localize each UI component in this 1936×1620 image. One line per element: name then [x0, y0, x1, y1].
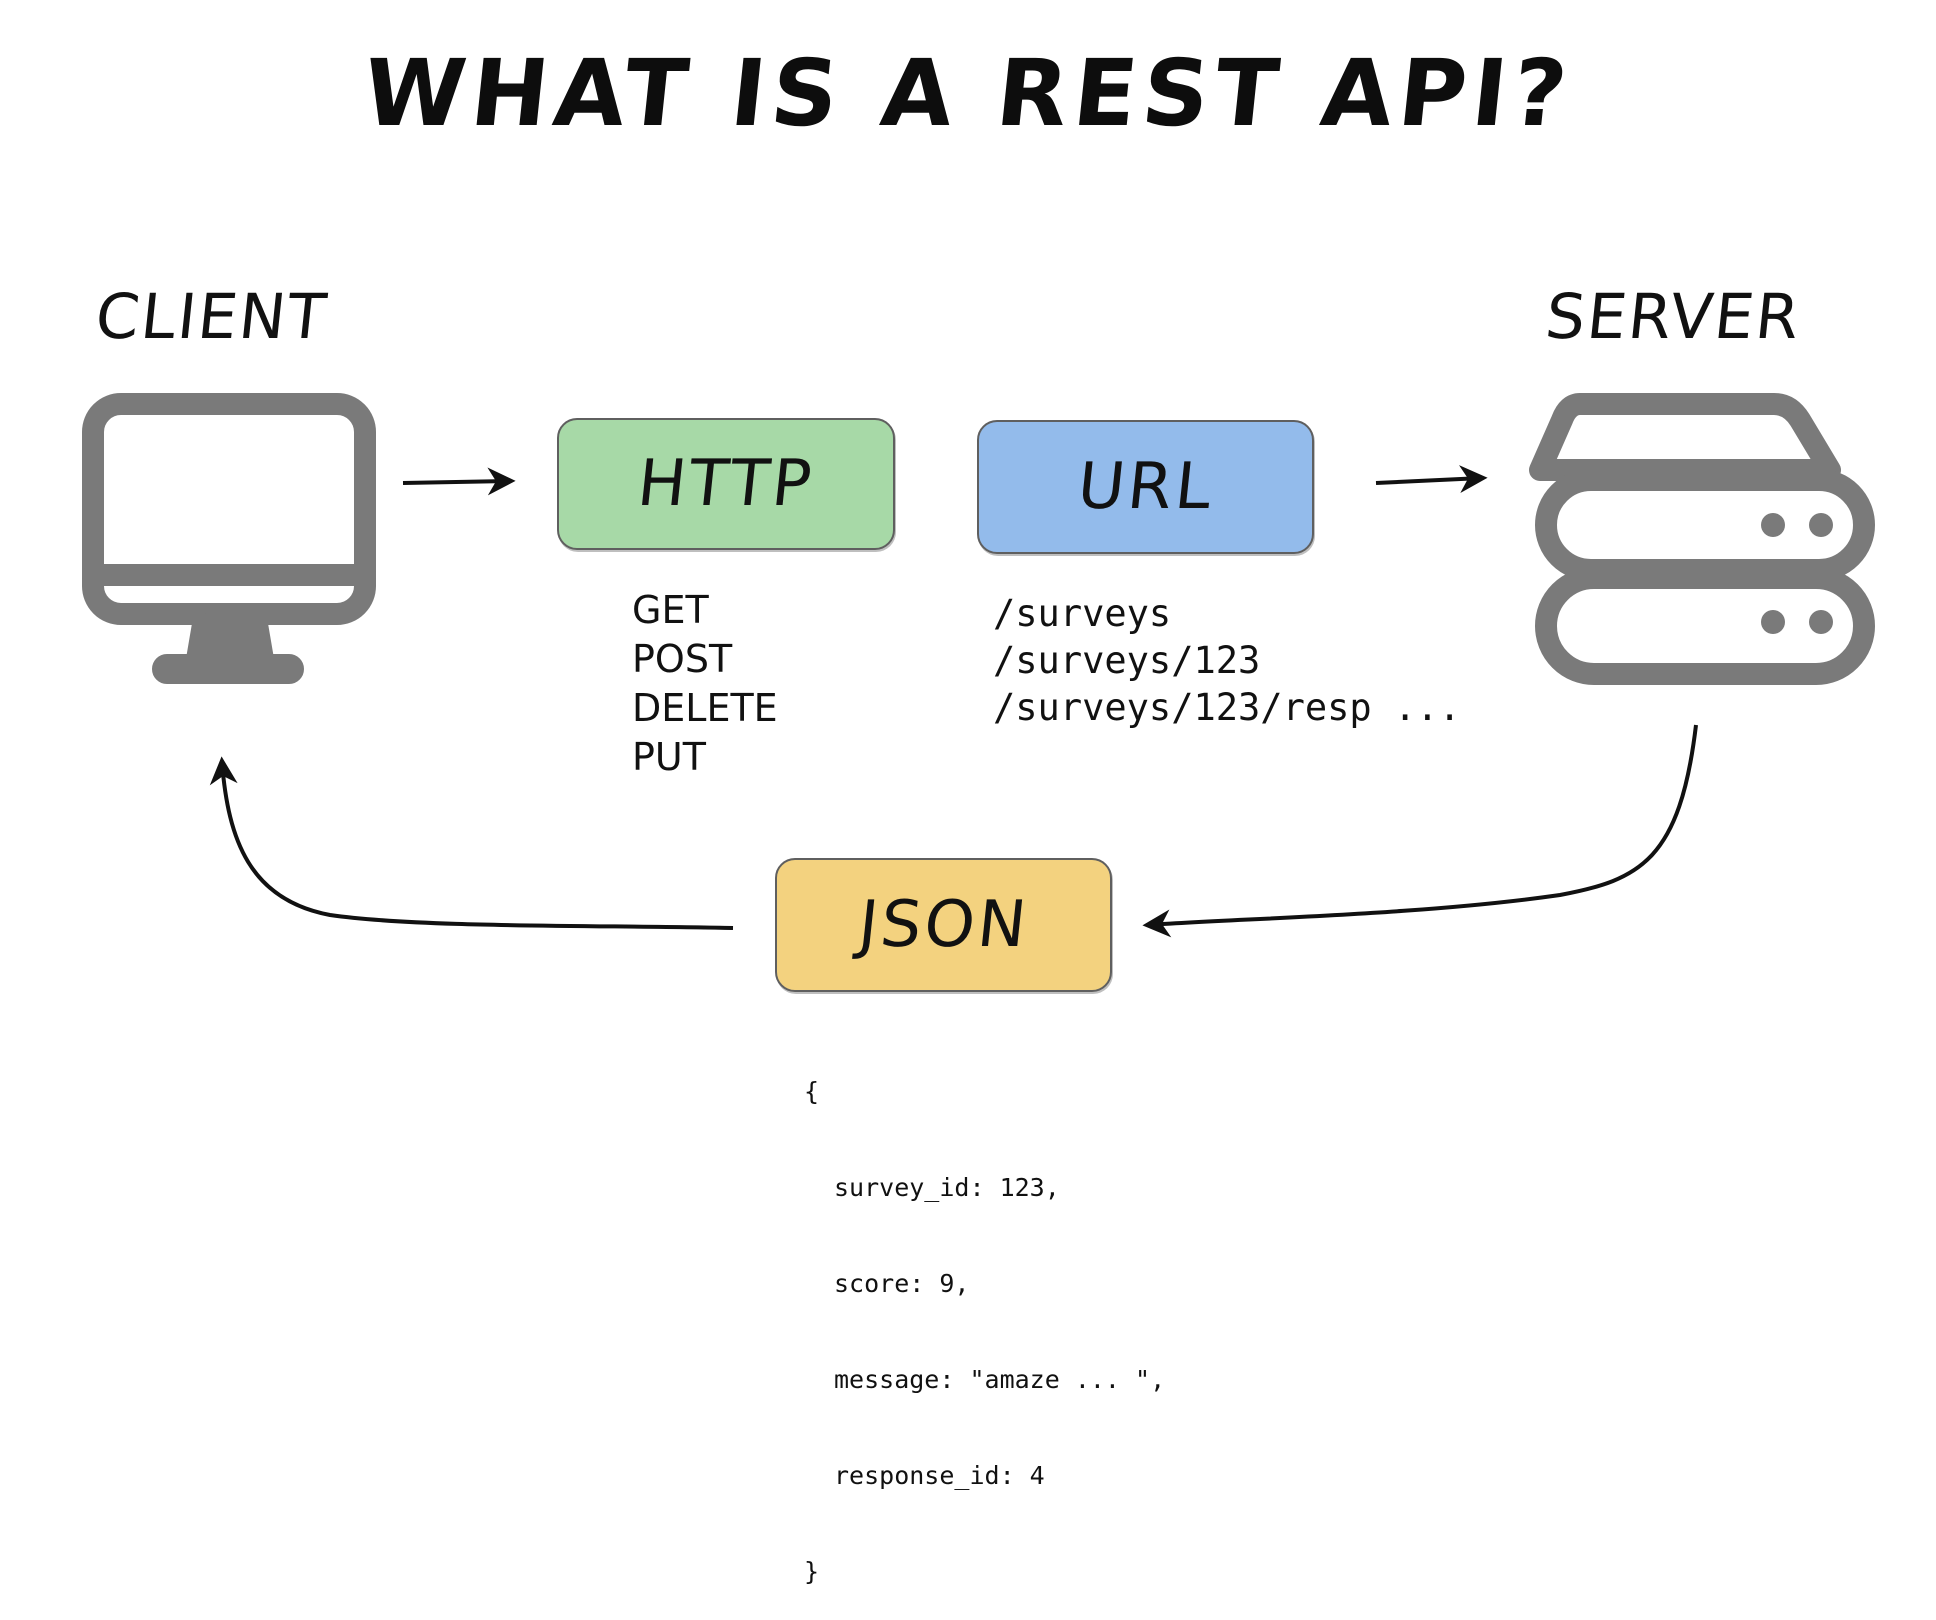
url-label: URL — [1073, 450, 1218, 524]
url-paths-list: /surveys /surveys/123 /surveys/123/resp … — [993, 590, 1461, 731]
server-stack-icon — [1529, 393, 1875, 685]
arrow-client-to-http — [402, 467, 516, 496]
json-label: JSON — [854, 888, 1033, 962]
http-box: HTTP — [557, 418, 895, 550]
json-line: survey_id: 123, — [834, 1173, 1060, 1202]
http-label: HTTP — [634, 447, 818, 521]
json-line: message: "amaze ... ", — [834, 1365, 1166, 1394]
list-item: POST — [632, 637, 733, 681]
list-item: GET — [632, 588, 709, 632]
json-payload: { survey_id: 123, score: 9, message: "am… — [804, 1012, 1165, 1620]
json-box: JSON — [775, 858, 1112, 992]
list-item: DELETE — [632, 686, 778, 730]
arrow-json-to-client — [209, 756, 734, 930]
json-line: response_id: 4 — [834, 1461, 1045, 1490]
http-methods-list: GET POST DELETE PUT — [632, 586, 778, 782]
arrow-url-to-server — [1375, 465, 1488, 494]
list-item: /surveys/123/resp ... — [993, 686, 1461, 729]
json-line: score: 9, — [834, 1269, 970, 1298]
list-item: /surveys/123 — [993, 639, 1261, 682]
json-open-brace: { — [804, 1077, 820, 1106]
server-led-icons — [1761, 513, 1833, 634]
json-close-brace: } — [804, 1557, 820, 1586]
list-item: PUT — [632, 735, 706, 779]
arrow-server-to-json — [1142, 724, 1698, 938]
url-box: URL — [977, 420, 1314, 554]
desktop-monitor-icon — [82, 393, 376, 684]
diagram-graphics — [82, 393, 1875, 938]
list-item: /surveys — [993, 592, 1172, 635]
